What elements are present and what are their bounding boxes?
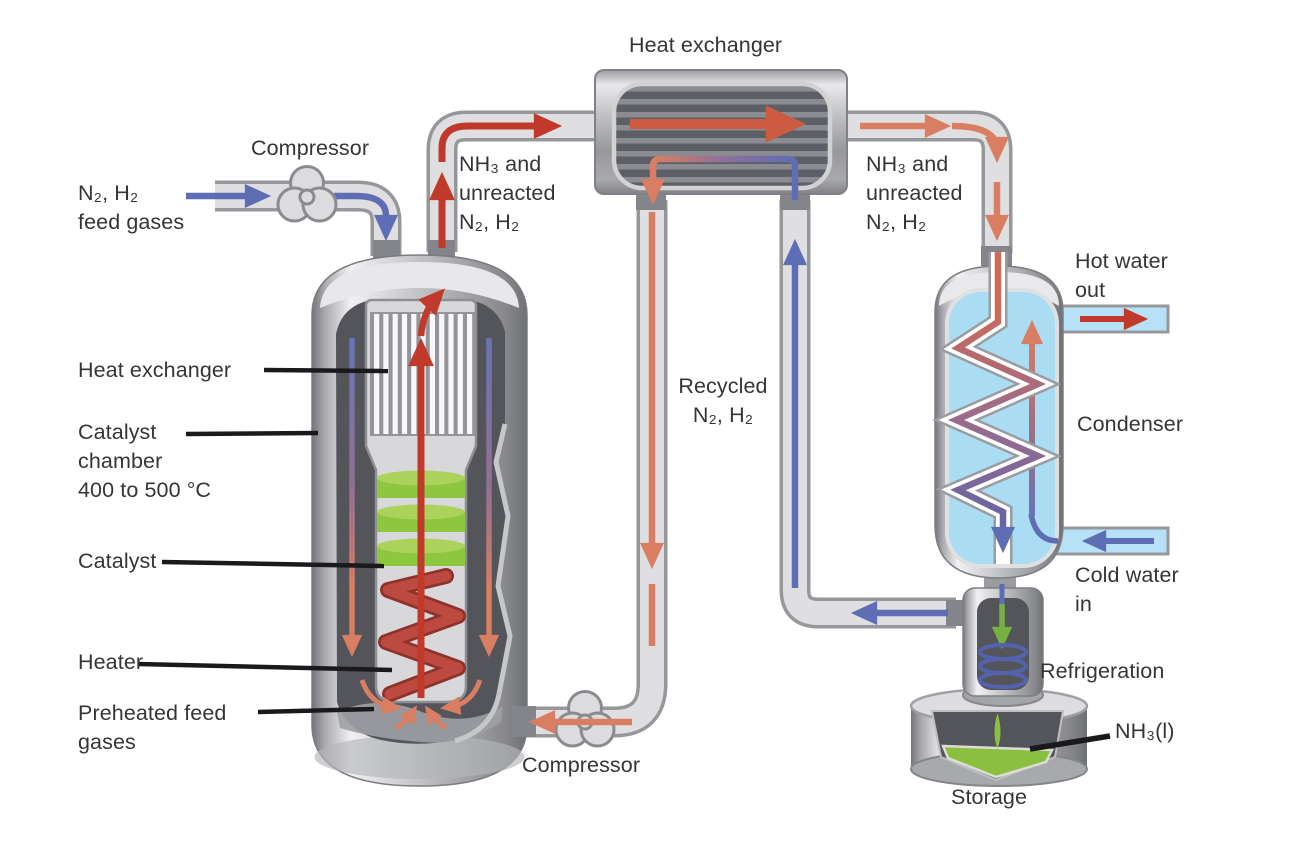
condenser-coil-flow (947, 252, 1047, 554)
recycle-preheat-elbow (640, 155, 799, 206)
label-hot-water-out: Hot water out (1075, 249, 1168, 302)
converge-arrow-left (359, 679, 403, 715)
flow-arrows (186, 113, 1154, 646)
hot-elbow-arrow (438, 113, 563, 162)
label-condenser: Condenser (1077, 412, 1184, 436)
label-compressor-bottom: Compressor (522, 753, 641, 777)
label-nh3-unreacted-right: NH₃ and unreacted N₂, H₂ (866, 152, 963, 234)
torn-edge-highlight (493, 423, 513, 695)
top-compressor-icon (276, 165, 338, 223)
converge-arrow-right (439, 679, 483, 715)
refrigeration-unit (962, 584, 1044, 707)
label-catalyst: Catalyst (78, 549, 157, 573)
label-heat-exchanger-top: Heat exchanger (629, 33, 783, 57)
feed-down-arrow (334, 192, 399, 242)
he-left-stub (636, 194, 666, 210)
label-preheated-feed-gases: Preheated feed gases (78, 701, 227, 754)
feed-inlet-stub (373, 240, 400, 260)
leader-lines (137, 367, 1111, 752)
top-heat-exchanger (594, 69, 848, 206)
cold-water-inlet-curve (1028, 513, 1059, 544)
condenser-vessel (932, 252, 1064, 579)
label-recycled: Recycled N₂, H₂ (678, 374, 768, 427)
label-nh3-unreacted-left: NH₃ and unreacted N₂, H₂ (459, 152, 556, 234)
label-feed-gases: N₂, H₂ feed gases (78, 181, 185, 234)
label-heat-exchanger-internal: Heat exchanger (78, 358, 232, 382)
label-cold-water-in: Cold water in (1075, 563, 1179, 616)
label-heater: Heater (78, 650, 144, 674)
catalyst-chamber-vessel (311, 254, 536, 787)
label-catalyst-chamber: Catalyst chamber 400 to 500 °C (78, 420, 212, 502)
return-pipe (524, 200, 668, 738)
label-refrigeration: Refrigeration (1040, 659, 1165, 683)
label-storage: Storage (951, 785, 1028, 809)
preheated-inlet-stub (512, 706, 536, 737)
outlet-curve-arrow (417, 288, 445, 337)
he-right-stub (780, 194, 810, 210)
recycle-pipe (779, 200, 956, 629)
chamber-dome-highlight (320, 262, 519, 308)
nh3-liquid-leader (1029, 733, 1111, 752)
label-compressor-top: Compressor (251, 136, 370, 160)
label-nh3-liquid: NH₃(l) (1115, 719, 1175, 743)
ammonia-drip (994, 713, 1001, 749)
